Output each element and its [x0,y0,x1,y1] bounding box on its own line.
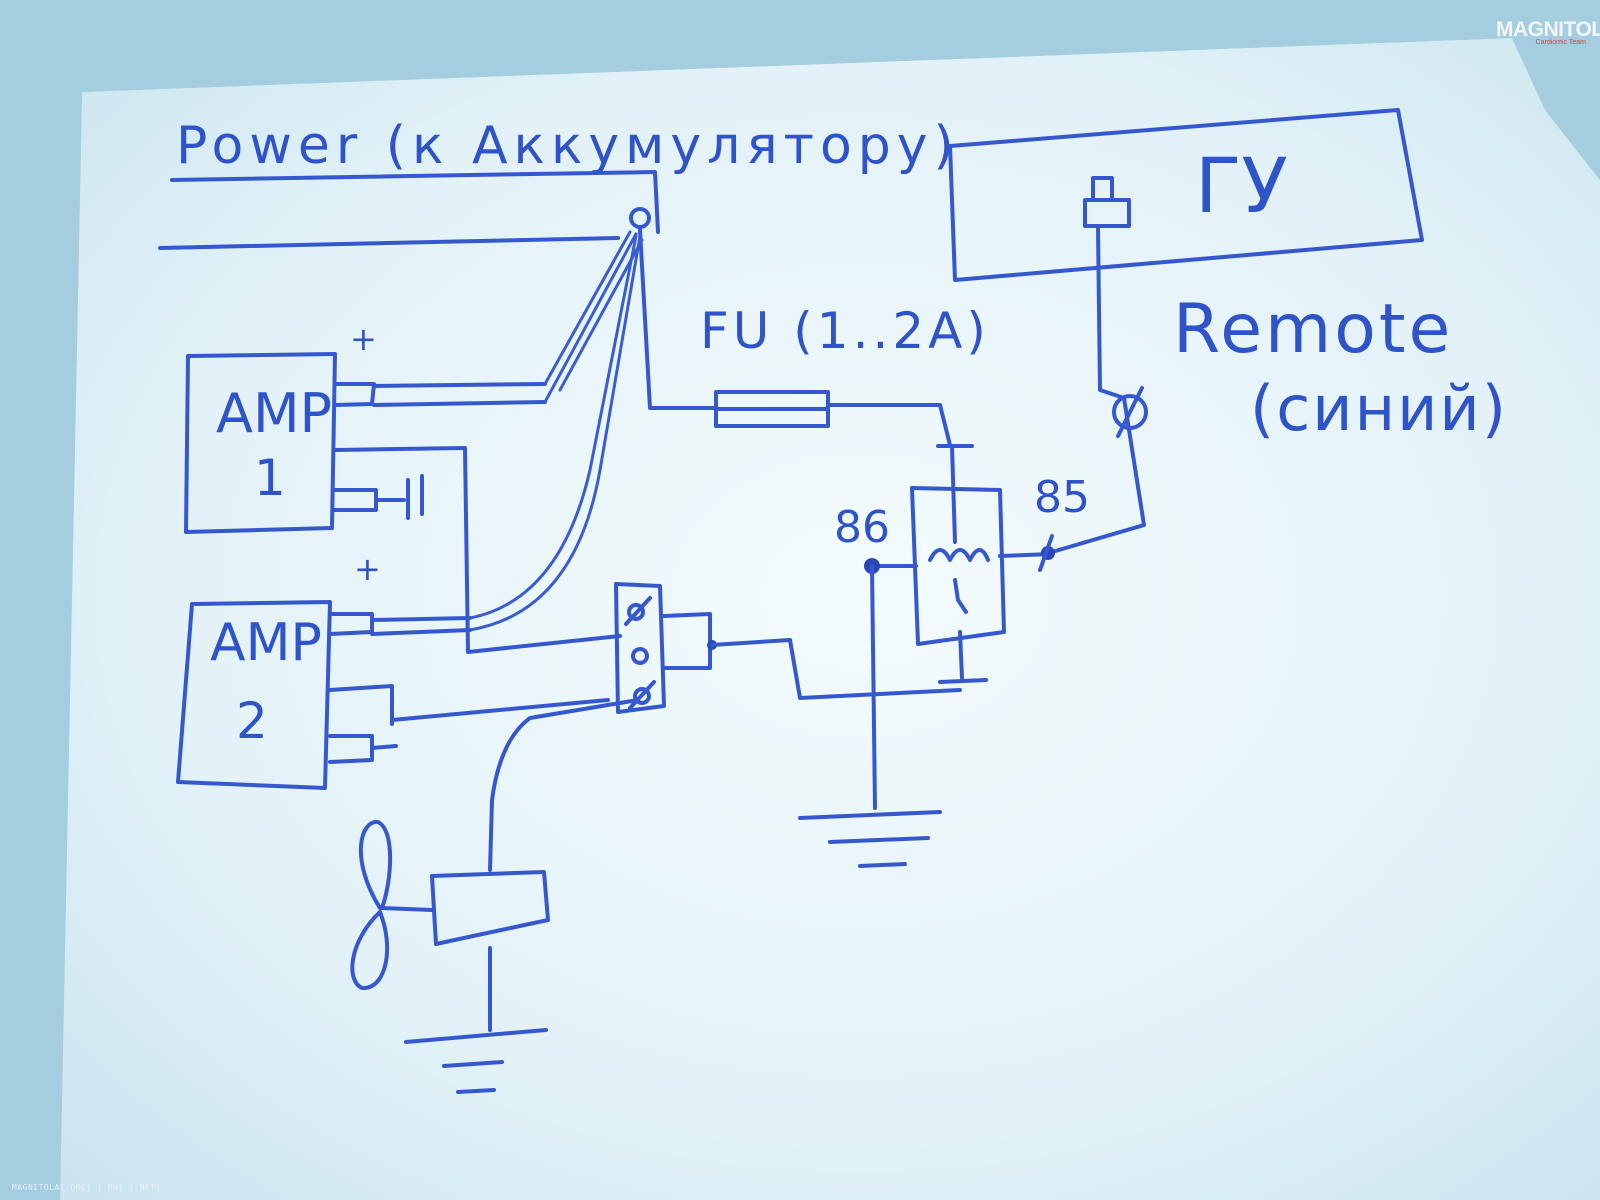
remote-color-label: (синий) [1250,372,1508,445]
head-unit-label: ГУ [1195,141,1288,230]
amp1-number: 1 [254,449,286,507]
ground-symbol-fan [404,1028,548,1094]
paper-sheet [60,38,1600,1200]
remote-distribution-wires [333,446,962,872]
amp2-box [176,600,610,790]
amp1-box [184,352,547,534]
amp1-label: AMP [216,382,332,445]
amp2-label: AMP [210,613,322,673]
magnitola-logo: MAGNITOLA Cardiomic Team [1496,18,1600,46]
fan [350,820,550,1032]
relay [864,444,1055,684]
power-rail [158,170,660,250]
amp2-plus: + [354,550,381,588]
power-feed-wires [468,230,644,632]
power-terminal [629,207,651,229]
logo-subtext: Cardiomic Team [1535,39,1586,46]
amp1-plus: + [350,320,377,358]
ground-symbol-relay [798,564,942,868]
relay-pin-86: 86 [834,502,890,553]
power-label: Power (к Аккумулятору) [176,116,960,176]
logo-text: MAGNITOLA [1496,18,1600,41]
terminal-block [614,582,717,714]
relay-pin-85: 85 [1034,472,1090,523]
remote-label: Remote [1173,290,1453,369]
head-unit-box [948,108,1424,282]
fuse [638,228,952,447]
fuse-label: FU (1..2A) [700,302,990,360]
remote-wire [1050,226,1148,554]
watermark-url: MAGNITOLA[.ORG] [.RU] [.NET] [12,1183,161,1192]
amp2-number: 2 [236,692,268,750]
